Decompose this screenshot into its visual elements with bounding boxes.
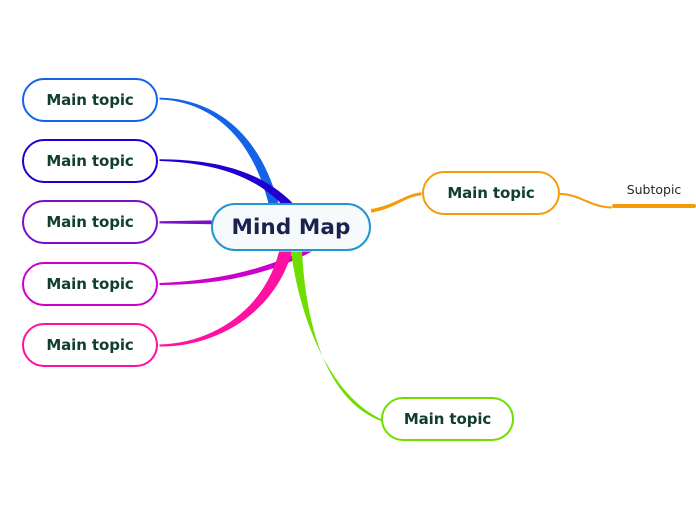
topic-node-4-label: Main topic: [46, 275, 134, 293]
topic-node-2-label: Main topic: [46, 152, 134, 170]
center-node-label: Mind Map: [231, 214, 351, 240]
connector-branch-4: [159, 251, 312, 285]
subtopic-node-1-underline: [612, 204, 696, 208]
topic-node-4[interactable]: Main topic: [22, 262, 158, 306]
subtopic-node-1-label: Subtopic: [626, 182, 682, 197]
topic-node-1-label: Main topic: [46, 91, 134, 109]
topic-node-5-label: Main topic: [46, 336, 134, 354]
topic-node-1[interactable]: Main topic: [22, 78, 158, 122]
topic-node-6[interactable]: Main topic: [422, 171, 560, 215]
topic-node-3[interactable]: Main topic: [22, 200, 158, 244]
connector-branch-3: [159, 220, 212, 225]
topic-node-3-label: Main topic: [46, 213, 134, 231]
center-node[interactable]: Mind Map: [211, 203, 371, 251]
connector-branch-7: [291, 251, 381, 421]
connector-branch-1: [159, 97, 279, 204]
connector-branch-6: [371, 192, 422, 213]
subtopic-node-1[interactable]: Subtopic: [612, 182, 696, 208]
topic-node-7-label: Main topic: [403, 410, 492, 428]
connector-branch-5: [159, 251, 292, 347]
connector-subtopic-1: [560, 193, 612, 209]
topic-node-2[interactable]: Main topic: [22, 139, 158, 183]
topic-node-7[interactable]: Main topic: [381, 397, 514, 441]
connector-branch-2: [159, 159, 293, 204]
topic-node-5[interactable]: Main topic: [22, 323, 158, 367]
topic-node-6-label: Main topic: [447, 184, 535, 202]
